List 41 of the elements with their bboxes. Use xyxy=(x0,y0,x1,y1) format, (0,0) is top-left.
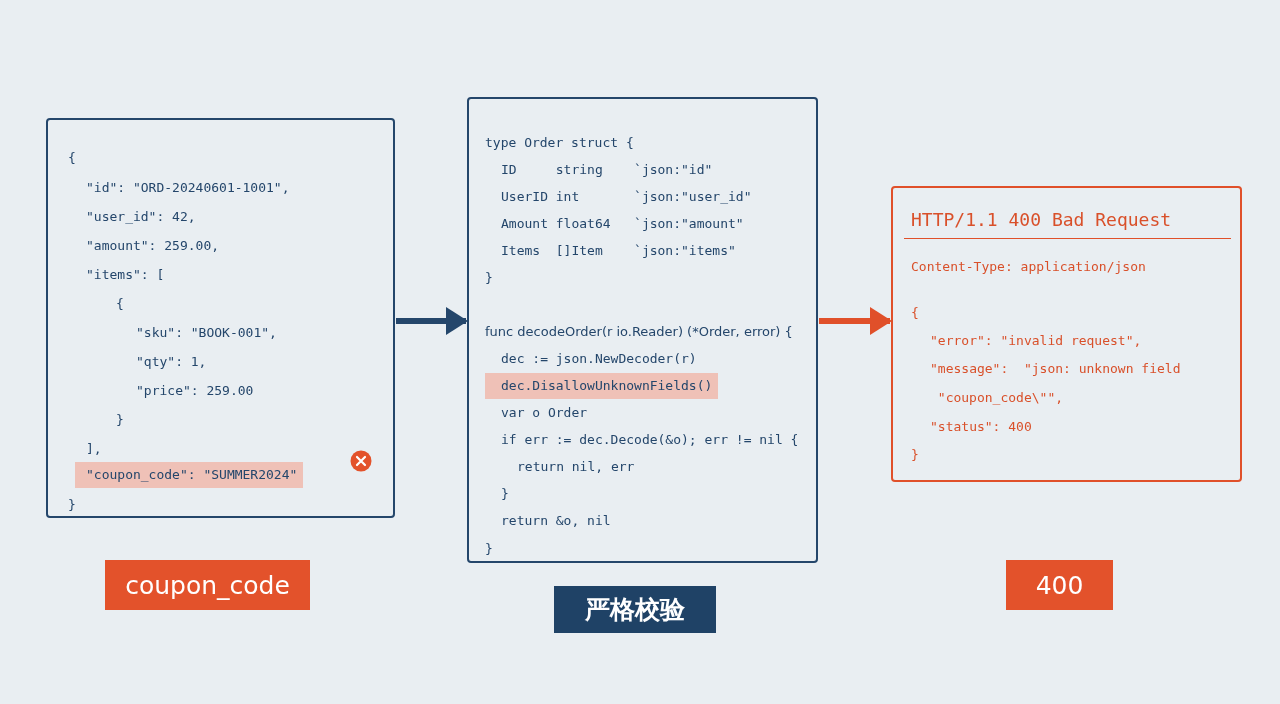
code-line: } xyxy=(68,496,76,514)
code-line: "id": "ORD-20240601-1001", xyxy=(86,179,290,197)
code-line: } xyxy=(501,485,509,503)
code-line: "items": [ xyxy=(86,266,165,284)
code-line: return &o, nil xyxy=(501,512,611,530)
code-line: type Order struct { xyxy=(485,134,634,152)
code-line: } xyxy=(116,411,124,429)
code-line: } xyxy=(485,269,493,287)
json-panel xyxy=(46,118,395,518)
code-line: "user_id": 42, xyxy=(86,208,196,226)
code-line: "message": "json: unknown field "coupon_code\"", xyxy=(930,360,1182,407)
code-line: { xyxy=(116,295,124,313)
code-line: "qty": 1, xyxy=(136,353,207,371)
code-line: dec := json.NewDecoder(r) xyxy=(501,350,697,368)
code-line: "sku": "BOOK-001", xyxy=(136,324,277,342)
tag: 严格校验 xyxy=(554,586,716,633)
arrow xyxy=(819,307,892,335)
code-line: Content-Type: application/json xyxy=(911,258,1146,276)
tag: 400 xyxy=(1006,560,1113,610)
tag: coupon_code xyxy=(105,560,310,610)
code-line: "error": "invalid request", xyxy=(930,332,1142,350)
code-line: if err := dec.Decode(&o); err != nil { xyxy=(501,431,799,449)
response-heading: HTTP/1.1 400 Bad Request xyxy=(911,208,1172,232)
code-line: } xyxy=(911,446,919,464)
code-line: func decodeOrder(r io.Reader) (*Order, error) { xyxy=(485,323,793,341)
code-line: } xyxy=(485,540,493,558)
code-line: "status": 400 xyxy=(930,418,1032,436)
code-panel xyxy=(467,97,818,563)
code-line: ID string `json:"id" xyxy=(501,161,713,179)
code-line: { xyxy=(911,304,919,322)
arrow xyxy=(396,307,468,335)
code-line: ], xyxy=(86,440,102,458)
code-line: UserID int `json:"user_id" xyxy=(501,188,752,206)
code-line: { xyxy=(68,149,76,167)
code-line: return nil, err xyxy=(517,458,635,476)
code-line: Amount float64 `json:"amount" xyxy=(501,215,744,233)
code-line: var o Order xyxy=(501,404,588,422)
code-line: Items []Item `json:"items" xyxy=(501,242,736,260)
code-line: "price": 259.00 xyxy=(136,382,254,400)
code-line: "amount": 259.00, xyxy=(86,237,220,255)
response-panel xyxy=(891,186,1242,482)
